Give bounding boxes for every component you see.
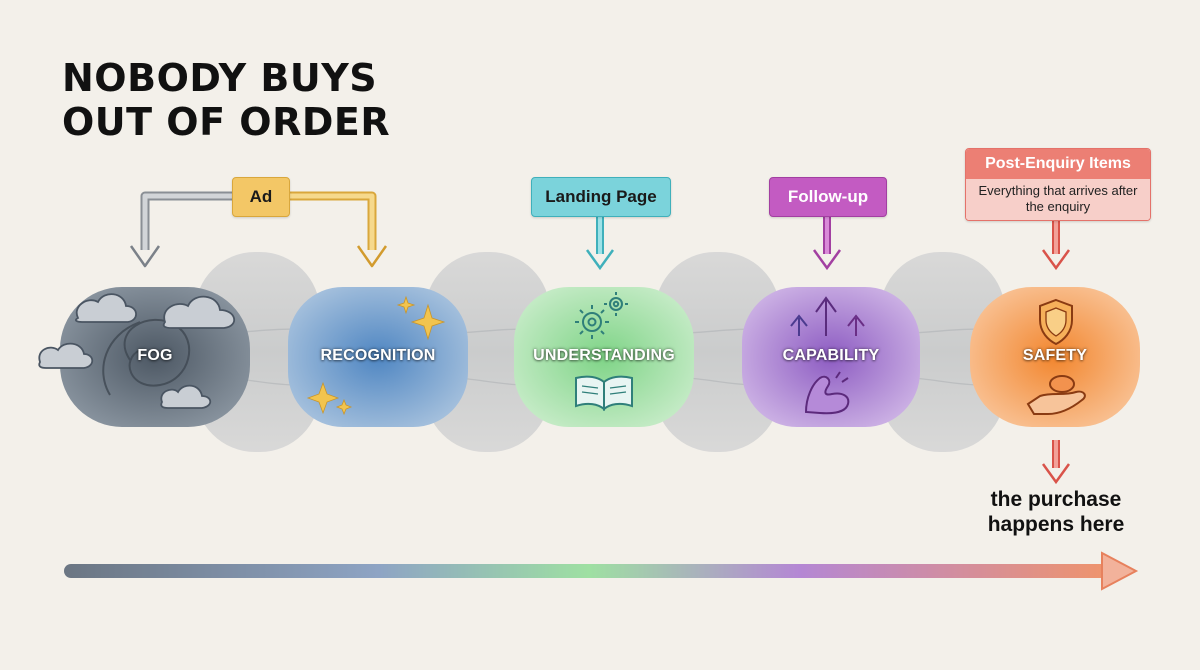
stage-understanding-shape	[514, 287, 694, 427]
timeline-arrow	[64, 551, 1139, 591]
up-arrows-icon	[790, 296, 865, 336]
flexed-arm-icon	[804, 371, 850, 415]
shield-icon	[1039, 298, 1073, 346]
hand-icon	[1026, 375, 1086, 415]
purchase-note: the purchase happens here	[987, 488, 1125, 536]
stage-label-recognition: RECOGNITION	[320, 347, 436, 364]
page-title: NOBODY BUYS OUT OF ORDER	[62, 56, 390, 144]
stage-label-safety: SAFETY	[1022, 347, 1088, 364]
landing-page-label: Landing Page	[531, 177, 671, 217]
title-line-1: NOBODY BUYS	[62, 56, 378, 100]
stage-capability-shape	[742, 287, 920, 427]
post-enquiry-card: Post-Enquiry Items Everything that arriv…	[965, 148, 1151, 221]
follow-up-arrow	[812, 216, 842, 271]
stage-label-understanding: UNDERSTANDING	[533, 347, 675, 364]
landing-page-arrow	[585, 216, 615, 271]
purchase-arrow	[1041, 440, 1071, 485]
title-line-2: OUT OF ORDER	[62, 100, 391, 144]
post-enquiry-title: Post-Enquiry Items	[966, 149, 1150, 179]
gear-icon	[575, 292, 628, 339]
stage-label-fog: FOG	[137, 347, 173, 364]
post-enquiry-subtitle: Everything that arrives after the enquir…	[966, 179, 1150, 220]
swirl-icon	[102, 319, 191, 396]
post-enquiry-arrow	[1041, 218, 1071, 271]
stage-safety-shape	[970, 287, 1140, 427]
cloud-icon	[38, 293, 235, 409]
book-icon	[575, 375, 633, 412]
sparkle-icon	[306, 295, 446, 416]
ad-connector-arrows	[129, 191, 388, 268]
follow-up-label: Follow-up	[769, 177, 887, 217]
stage-label-capability: CAPABILITY	[782, 347, 880, 364]
ad-label: Ad	[232, 177, 290, 217]
